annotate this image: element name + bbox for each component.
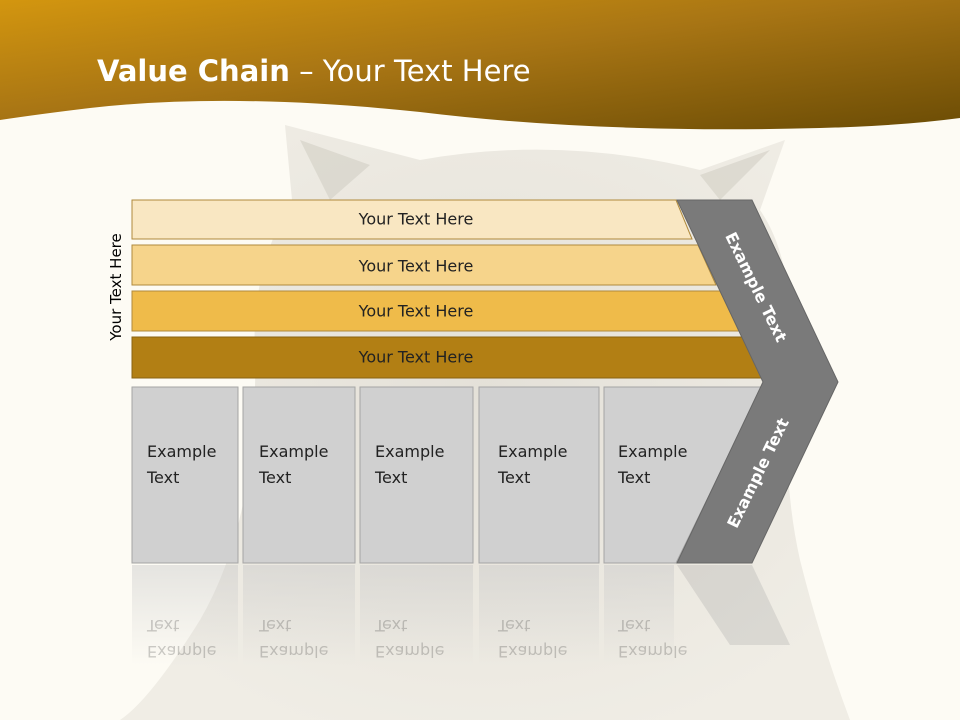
reflection-box-4 (479, 565, 599, 665)
primary-box-2 (242, 386, 356, 564)
support-bar-1 (131, 199, 693, 240)
reflection-chevron (677, 565, 790, 645)
primary-box-5-label: Example Text (618, 439, 713, 491)
primary-box-4-line1: Example (498, 442, 568, 461)
margin-chevron (676, 199, 839, 564)
support-bar-2 (131, 244, 717, 286)
primary-box-2-label: Example Text (259, 439, 354, 491)
primary-box-1 (131, 386, 239, 564)
primary-box-5-line2: Text (618, 468, 651, 487)
primary-box-5-line1: Example (618, 442, 688, 461)
title-rest: – Your Text Here (289, 54, 531, 88)
primary-box-3 (359, 386, 474, 564)
slide-title: Value Chain – Your Text Here (97, 54, 531, 88)
primary-box-2-line2: Text (259, 468, 292, 487)
primary-box-4-line2: Text (498, 468, 531, 487)
support-bar-2-label: Your Text Here (358, 256, 474, 276)
primary-box-3-line2: Text (375, 468, 408, 487)
support-bar-1-label: Your Text Here (358, 209, 474, 229)
primary-box-4-label: Example Text (498, 439, 593, 491)
reflection-box-1 (132, 565, 238, 665)
primary-box-5 (603, 386, 763, 564)
header-band (0, 0, 960, 130)
title-bold: Value Chain (97, 54, 290, 88)
primary-box-4 (478, 386, 600, 564)
support-bar-4-label: Your Text Here (358, 347, 474, 367)
primary-box-1-label: Example Text (147, 439, 242, 491)
support-bar-3-label: Your Text Here (358, 301, 474, 321)
primary-box-3-label: Example Text (375, 439, 470, 491)
primary-box-1-line2: Text (147, 468, 180, 487)
primary-box-1-line1: Example (147, 442, 217, 461)
primary-box-2-line1: Example (259, 442, 329, 461)
reflection-box-2 (243, 565, 355, 665)
side-label: Your Text Here (107, 233, 125, 341)
reflection-box-5 (604, 565, 674, 665)
reflection-box-3 (360, 565, 473, 665)
primary-box-3-line1: Example (375, 442, 445, 461)
